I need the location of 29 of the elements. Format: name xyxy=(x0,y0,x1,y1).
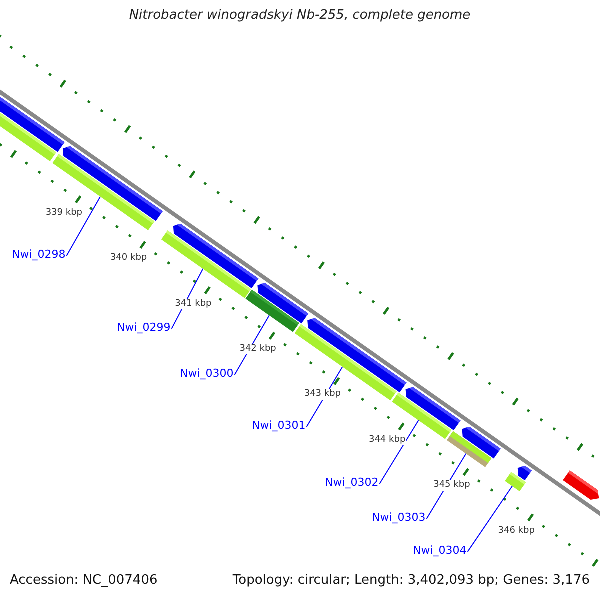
scale-label: 344 kbp xyxy=(368,434,406,446)
gene-label: Nwi_0299 xyxy=(117,322,171,335)
gene-block xyxy=(258,283,309,324)
scale-label: 341 kbp xyxy=(175,298,212,309)
gene-label: Nwi_0298 xyxy=(12,249,66,262)
gene-block xyxy=(0,96,65,152)
gene-block xyxy=(462,427,501,459)
scale-label: 340 kbp xyxy=(110,253,148,264)
gene-block xyxy=(173,224,259,289)
scale-label: 346 kbp xyxy=(498,526,535,536)
gene-label: Nwi_0304 xyxy=(413,545,467,558)
gene-block xyxy=(406,387,461,431)
gene-block xyxy=(563,470,600,500)
gene-label: Nwi_0302 xyxy=(325,477,379,490)
scale-label: 342 kbp xyxy=(240,344,276,354)
leader-line xyxy=(379,420,420,484)
gene-label: Nwi_0300 xyxy=(180,368,234,381)
scale-label: 343 kbp xyxy=(304,389,342,400)
gene-label: Nwi_0301 xyxy=(252,420,306,433)
leader-line xyxy=(66,196,101,256)
gene-block xyxy=(62,146,163,222)
title: Nitrobacter winogradskyi Nb-255, complete genome xyxy=(128,9,472,24)
gene-label: Nwi_0303 xyxy=(372,512,426,525)
genome-info-text: Topology: circular; Length: 3,402,093 bp; Genes: 3,176 xyxy=(232,574,590,589)
scale-label: 345 kbp xyxy=(434,480,470,491)
accession-text: Accession: NC_007406 xyxy=(10,574,158,589)
scale-label: 339 kbp xyxy=(46,208,82,218)
leader-line xyxy=(467,486,513,552)
gene-block xyxy=(518,466,532,481)
